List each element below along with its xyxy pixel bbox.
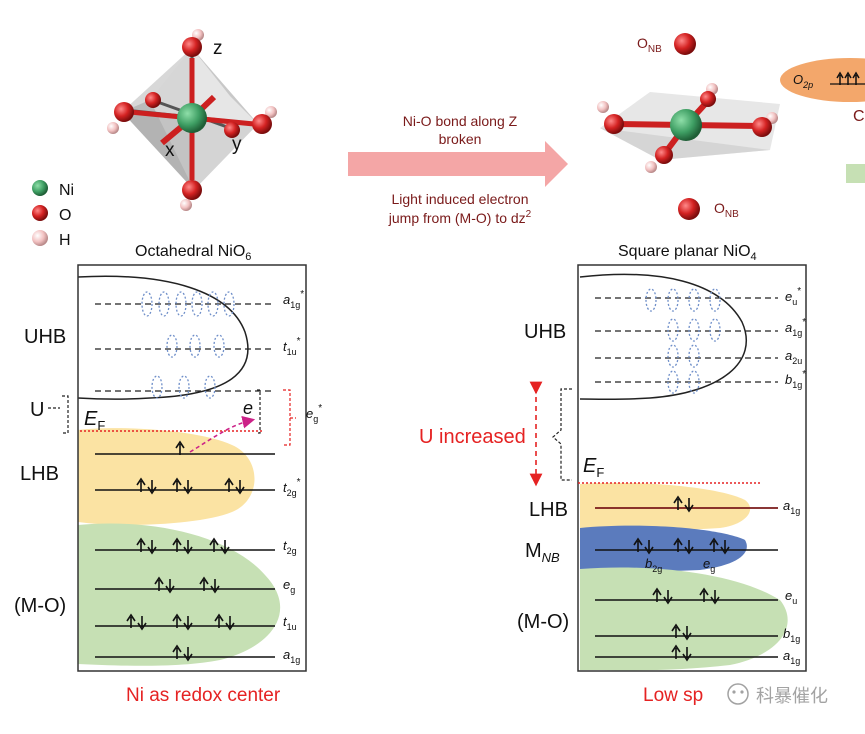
sq-level-label: b1g* <box>785 369 806 390</box>
o2p-band-blob <box>780 58 865 102</box>
oct-caption: Ni as redox center <box>126 685 281 706</box>
sq-level-label: a1g <box>783 498 800 516</box>
oct-level-labels: a1g* t1u* eg* t2g* t2g eg t1u a1g <box>283 289 322 665</box>
oct-level-label: t1u* <box>283 336 301 357</box>
transition-line2: broken <box>439 131 482 147</box>
oct-level-label: a1g* <box>283 289 304 310</box>
u-increased-label: U increased <box>419 426 526 448</box>
oct-level-label: t2g <box>283 538 297 556</box>
oct-level-label: t1u <box>283 614 297 632</box>
sq-mnb-label: MNB <box>525 540 560 565</box>
octahedral-panel <box>48 264 307 672</box>
edge-letter: C <box>853 108 865 125</box>
sq-level-label: eu <box>785 588 797 606</box>
oct-lhb-label: LHB <box>20 463 59 485</box>
oct-u-label: U <box>30 399 44 421</box>
sq-lhb-label: LHB <box>529 499 568 521</box>
oct-level-label: t2g* <box>283 477 301 498</box>
onb-bottom-label: ONB <box>714 200 739 220</box>
sq-mnb-level-label: b2g <box>645 556 662 574</box>
legend-h-label: H <box>59 232 71 249</box>
square-molecule: ONB ONB O2p C <box>597 33 865 220</box>
transition: Ni-O bond along Z broken Light induced e… <box>348 113 568 226</box>
oct-fermi-label: EF <box>84 408 105 433</box>
sq-uhb-label: UHB <box>524 321 566 343</box>
square-title: Square planar NiO4 <box>618 243 757 263</box>
oct-level-label: eg <box>283 577 295 595</box>
legend-o-label: O <box>59 207 71 224</box>
sq-level-labels: eu* a1g* a2u b1g* a1g eu b1g a1g b2g eg <box>645 286 806 666</box>
sq-caption: Low sp <box>643 685 703 706</box>
o-atom-icon <box>32 205 48 221</box>
transition-line4: jump from (M-O) to dz2 <box>388 209 532 226</box>
sq-level-label: eu* <box>785 286 801 307</box>
square-panel <box>529 264 807 672</box>
sq-mo-label: (M-O) <box>517 611 569 633</box>
oct-level-label: eg* <box>306 403 322 424</box>
axis-z-label: z <box>213 38 223 59</box>
axis-y-label: y <box>232 134 242 155</box>
octahedral-molecule: z x y <box>107 29 277 211</box>
legend-ni-label: Ni <box>59 182 74 199</box>
octahedral-title: Octahedral NiO6 <box>135 243 251 263</box>
oct-mo-label: (M-O) <box>14 595 66 617</box>
sq-level-label: a1g <box>783 648 800 666</box>
orbital-lobes <box>141 291 235 399</box>
electron-jump-arrow <box>189 415 256 453</box>
transition-line1: Ni-O bond along Z <box>403 113 518 129</box>
wechat-icon <box>727 683 749 705</box>
oct-uhb-label: UHB <box>24 326 66 348</box>
onb-top-atom <box>674 33 696 55</box>
sq-fermi-label: EF <box>583 455 604 480</box>
o2p-label: O2p <box>793 72 813 90</box>
onb-top-label: ONB <box>637 35 662 55</box>
sq-level-label: a1g* <box>785 317 806 338</box>
atom-legend: Ni O H <box>32 180 74 249</box>
transition-line3: Light induced electron <box>392 191 529 207</box>
electron-label: e <box>243 398 253 418</box>
watermark-text: 科暴催化 <box>756 686 828 706</box>
onb-bottom-atom <box>678 198 700 220</box>
sq-orbital-lobes <box>645 288 721 394</box>
ni-atom-icon <box>32 180 48 196</box>
sq-level-label: b1g <box>783 626 800 644</box>
watermark: 科暴催化 <box>727 683 828 706</box>
square-spins <box>633 495 730 662</box>
transition-arrow <box>348 141 568 187</box>
octahedral-spins <box>126 440 245 662</box>
h-atom-icon <box>32 230 48 246</box>
sq-level-label: a2u <box>785 348 802 366</box>
axis-x-label: x <box>165 140 175 161</box>
oct-level-label: a1g <box>283 647 300 665</box>
sq-mnb-level-label: eg <box>703 556 715 574</box>
